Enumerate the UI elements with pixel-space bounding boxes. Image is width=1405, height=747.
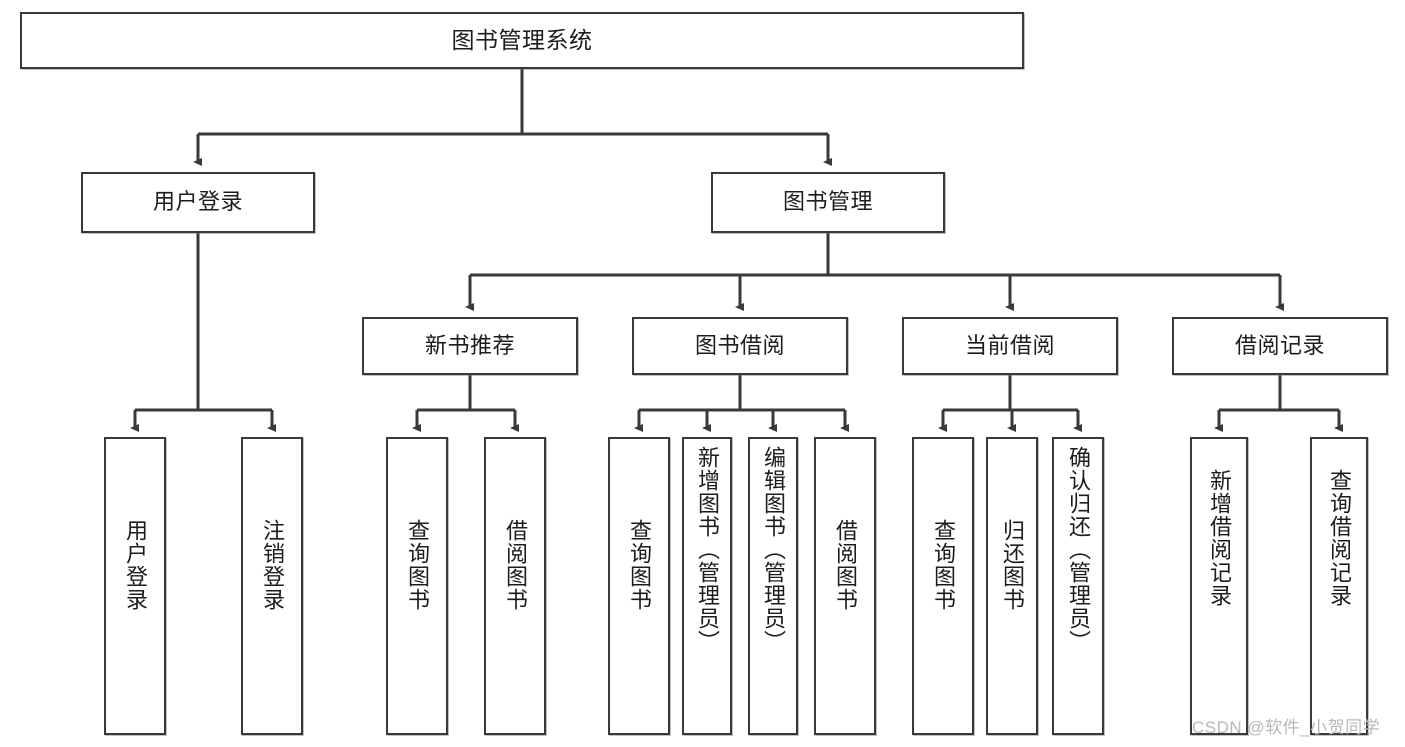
node-label: 查询借阅记录 <box>1326 469 1352 607</box>
node-label: 查询图书 <box>626 519 652 611</box>
leaf-user-login[interactable]: 用户登录 <box>104 437 166 735</box>
csdn-watermark: CSDN @软件_小贺同学 <box>1192 718 1381 737</box>
node-label: 图书管理 <box>782 189 873 215</box>
leaf-add-borrow-record[interactable]: 新增借阅记录 <box>1190 437 1248 735</box>
node-label: 查询图书 <box>930 519 956 611</box>
leaf-add-book-admin[interactable]: 新增图书（管理员） <box>682 437 732 735</box>
node-root-system[interactable]: 图书管理系统 <box>20 12 1024 69</box>
node-label: 归还图书 <box>999 519 1025 611</box>
leaf-query-borrow-record[interactable]: 查询借阅记录 <box>1310 437 1368 735</box>
node-label: 新书推荐 <box>424 332 515 358</box>
node-new-book-recommend[interactable]: 新书推荐 <box>362 317 578 375</box>
node-label: 用户登录 <box>152 189 243 215</box>
leaf-borrow-book-recommend[interactable]: 借阅图书 <box>484 437 546 735</box>
leaf-return-book[interactable]: 归还图书 <box>986 437 1038 735</box>
leaf-query-book-recommend[interactable]: 查询图书 <box>386 437 448 735</box>
node-book-management[interactable]: 图书管理 <box>711 172 945 233</box>
node-label: 新增图书（管理员） <box>694 446 720 653</box>
node-user-login[interactable]: 用户登录 <box>81 172 315 233</box>
node-label: 查询图书 <box>404 519 430 611</box>
node-label: 借阅图书 <box>502 519 528 611</box>
node-label: 编辑图书（管理员） <box>760 446 786 653</box>
node-label: 图书借阅 <box>694 332 785 358</box>
node-label: 图书管理系统 <box>451 26 593 53</box>
node-label: 用户登录 <box>122 519 148 611</box>
node-borrow-records[interactable]: 借阅记录 <box>1172 317 1388 375</box>
node-book-borrow[interactable]: 图书借阅 <box>632 317 848 375</box>
node-label: 确认归还（管理员） <box>1065 446 1091 653</box>
node-label: 新增借阅记录 <box>1206 469 1232 607</box>
node-label: 当前借阅 <box>964 332 1055 358</box>
leaf-lend-book[interactable]: 借阅图书 <box>814 437 876 735</box>
leaf-query-book-borrow[interactable]: 查询图书 <box>608 437 670 735</box>
node-label: 注销登录 <box>259 519 285 611</box>
node-label: 借阅记录 <box>1234 332 1325 358</box>
leaf-query-book-current[interactable]: 查询图书 <box>912 437 974 735</box>
node-current-borrow[interactable]: 当前借阅 <box>902 317 1118 375</box>
leaf-user-logout[interactable]: 注销登录 <box>241 437 303 735</box>
node-label: 借阅图书 <box>832 519 858 611</box>
leaf-confirm-return-admin[interactable]: 确认归还（管理员） <box>1052 437 1104 735</box>
leaf-edit-book-admin[interactable]: 编辑图书（管理员） <box>748 437 798 735</box>
